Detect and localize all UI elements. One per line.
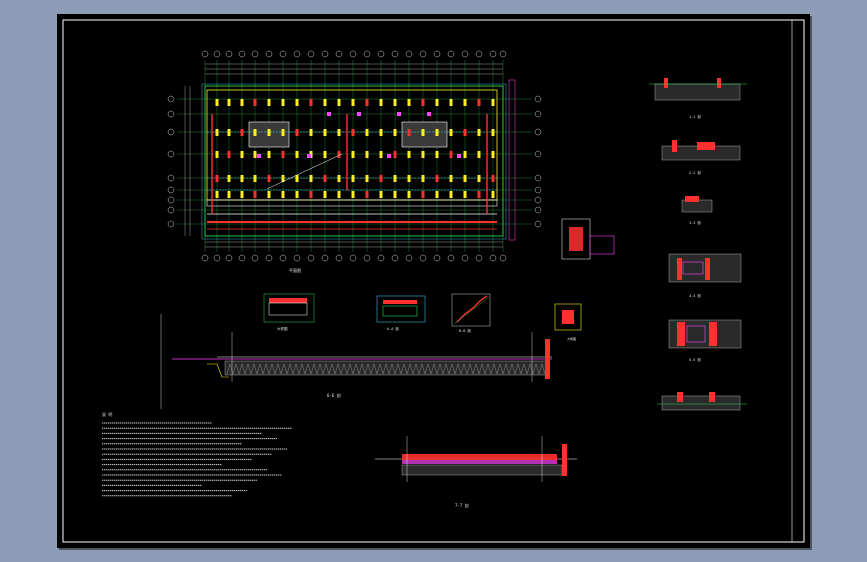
detail-stair[interactable]: B-B 剖: [451, 293, 491, 333]
plan-right-strip: [508, 79, 516, 241]
plan-band-1: [206, 199, 498, 207]
section-2-2-label: 2-2 剖: [689, 170, 701, 175]
section-1-1[interactable]: 1-1 剖: [649, 78, 747, 119]
notes-text-lines: [102, 422, 292, 497]
plan-outline-offset: [201, 83, 507, 240]
section-7-7-label: 7-7 剖: [455, 502, 469, 508]
drawing-canvas[interactable]: 平面图 大样图 A-A 剖 B-B 剖: [57, 14, 810, 548]
section-6-6[interactable]: 6-6 剖: [160, 314, 552, 409]
section-4-4-label: 4-4 剖: [689, 293, 701, 298]
section-detail-bottom-right[interactable]: [657, 392, 747, 411]
floor-plan[interactable]: 平面图: [167, 50, 542, 273]
section-2-2[interactable]: 2-2 剖: [661, 140, 741, 175]
plan-columns: [215, 99, 495, 198]
plan-title: 平面图: [289, 267, 301, 273]
section-6-6-label: 6-6 剖: [327, 392, 341, 398]
section-5-5-label: 5-5 剖: [689, 357, 701, 362]
detail-beam-1[interactable]: 大样图: [263, 293, 315, 331]
notes-heading: 说 明: [102, 411, 112, 417]
plan-dimension-lines: [184, 63, 503, 248]
plan-diagonal: [266, 153, 343, 190]
notes-block[interactable]: 说 明: [102, 411, 292, 497]
section-6-6-hatch: [226, 363, 546, 375]
section-1-1-label: 1-1 剖: [689, 114, 701, 119]
detail-beam-1-label: 大样图: [277, 326, 288, 331]
section-5-5[interactable]: 5-5 剖: [668, 319, 742, 362]
section-4-4[interactable]: 4-4 剖: [668, 253, 742, 298]
section-3-3-label: 3-3 剖: [689, 220, 701, 225]
outer-frame: [62, 19, 805, 543]
detail-column-label: 大样图: [567, 336, 576, 341]
detail-beam-2[interactable]: A-A 剖: [376, 295, 426, 331]
detail-column[interactable]: 大样图: [554, 218, 615, 341]
detail-stair-label: B-B 剖: [459, 328, 471, 333]
plan-outline: [204, 85, 504, 237]
detail-beam-2-label: A-A 剖: [387, 326, 399, 331]
section-3-3[interactable]: 3-3 剖: [681, 196, 713, 225]
drawing-sheet[interactable]: 平面图 大样图 A-A 剖 B-B 剖: [57, 14, 810, 548]
section-7-7[interactable]: 7-7 剖: [375, 436, 577, 508]
